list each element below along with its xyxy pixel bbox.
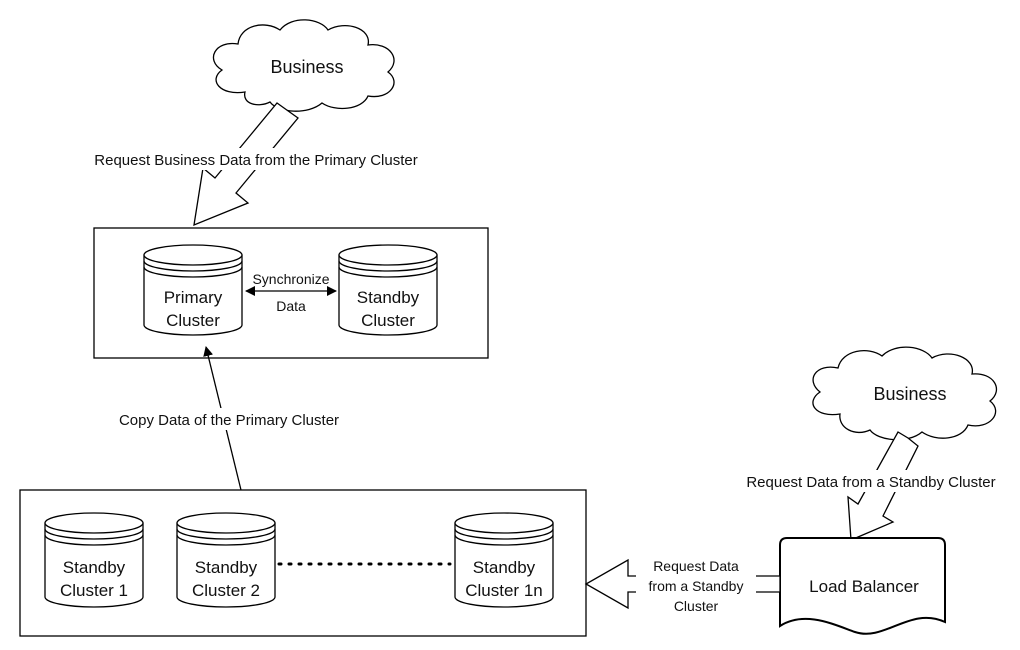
standby-cluster-1n: Standby Cluster 1n (454, 512, 554, 608)
standby-cluster: Standby Cluster (338, 244, 438, 336)
business-cloud-right: Business (812, 346, 997, 441)
standby-cluster-1-line2: Cluster 1 (60, 581, 128, 600)
primary-cluster-line2: Cluster (166, 311, 220, 330)
standby-cluster-2-line1: Standby (195, 558, 258, 577)
standby-cluster-line2: Cluster (361, 311, 415, 330)
request-standby-label: Request Data from a Standby Cluster (746, 474, 995, 491)
standby-cluster-1-line1: Standby (63, 558, 126, 577)
business-label-top: Business (270, 57, 343, 77)
standby-cluster-1: Standby Cluster 1 (44, 512, 144, 608)
load-balancer: Load Balancer (779, 537, 946, 635)
request-business-label: Request Business Data from the Primary C… (94, 152, 417, 169)
sync-label-line2: Data (276, 298, 306, 314)
standby-cluster-1n-line1: Standby (473, 558, 536, 577)
standby-cluster-1n-line2: Cluster 1n (465, 581, 542, 600)
standby-cluster-line1: Standby (357, 288, 420, 307)
lb-request-line1: Request Data (653, 558, 739, 574)
lb-request-line3: Cluster (674, 598, 719, 614)
sync-label-line1: Synchronize (252, 271, 329, 287)
primary-cluster: Primary Cluster (143, 244, 243, 336)
lb-request-line2: from a Standby (649, 578, 744, 594)
standby-cluster-2-line2: Cluster 2 (192, 581, 260, 600)
business-cloud-top: Business (212, 19, 395, 112)
load-balancer-label: Load Balancer (809, 577, 919, 596)
standby-cluster-2: Standby Cluster 2 (176, 512, 276, 608)
copy-data-label: Copy Data of the Primary Cluster (119, 412, 339, 429)
primary-cluster-line1: Primary (164, 288, 223, 307)
business-label-right: Business (873, 384, 946, 404)
